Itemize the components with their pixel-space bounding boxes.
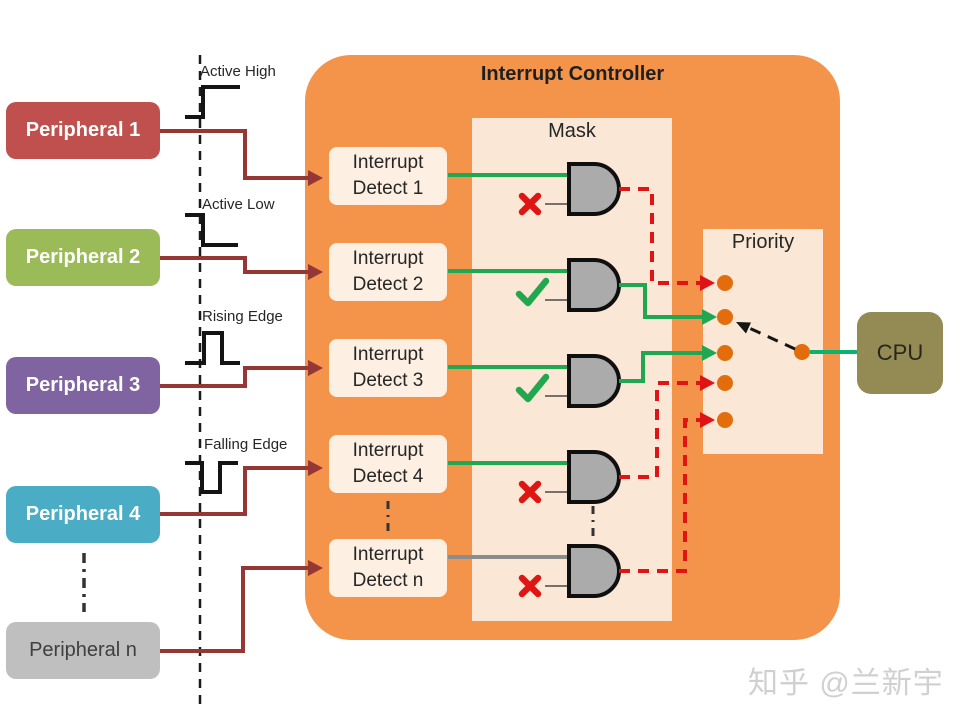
active-high-waveform-icon — [185, 85, 240, 119]
arrowhead-icon — [308, 560, 323, 576]
priority-dot-1 — [717, 275, 733, 291]
detect-to-gate-wires — [448, 173, 569, 559]
and-gate-n — [567, 544, 621, 598]
wire-peripheral-n — [160, 566, 308, 653]
mask-input-stubs — [545, 203, 569, 587]
wire-peripheral-1 — [160, 129, 308, 180]
and-gate-2 — [567, 258, 621, 312]
priority-dot-4 — [717, 375, 733, 391]
mask-check-marks — [515, 277, 550, 403]
active-low-waveform-icon — [185, 213, 238, 247]
priority-dots — [717, 275, 810, 428]
priority-title: Priority — [731, 231, 795, 253]
rising-edge-waveform-icon — [185, 331, 240, 365]
signal-label-falling-edge: Falling Edge — [204, 436, 288, 453]
signal-waveforms — [185, 85, 240, 494]
signal-label-active-high: Active High — [200, 63, 276, 80]
arrowhead-icon — [700, 412, 715, 428]
peripheral-n-box: Peripheral n — [6, 622, 160, 679]
and-gate-3 — [567, 354, 621, 408]
gate-1-output-masked — [619, 187, 700, 285]
controller-title: Interrupt Controller — [480, 63, 665, 85]
arrowhead-icon — [702, 309, 717, 325]
arrowhead-icon — [700, 275, 715, 291]
mask-x-marks — [518, 192, 542, 598]
arrowhead-icon — [702, 345, 717, 361]
arrowhead-icon — [736, 322, 751, 334]
wire-peripheral-3 — [160, 366, 308, 388]
falling-edge-waveform-icon — [185, 461, 238, 494]
interrupt-detect-2-box: Interrupt Detect 2 — [329, 243, 447, 301]
interrupt-detect-1-box: Interrupt Detect 1 — [329, 147, 447, 205]
signal-label-rising-edge: Rising Edge — [202, 308, 283, 325]
peripheral-wire-arrowheads — [308, 170, 323, 576]
interrupt-detect-n-box: Interrupt Detect n — [329, 539, 447, 597]
x-icon-1 — [518, 192, 542, 216]
cpu-box: CPU — [857, 312, 943, 394]
peripheral-wires — [160, 129, 308, 653]
continuation-ellipsis — [82, 501, 595, 612]
and-gate-4 — [567, 450, 621, 504]
arrowhead-icon — [308, 170, 323, 186]
signal-label-active-low: Active Low — [202, 196, 275, 213]
x-icon-n — [518, 574, 542, 598]
gate-output-arrowheads — [700, 275, 717, 428]
gate-4-output-masked — [619, 381, 700, 479]
interrupt-detect-4-box: Interrupt Detect 4 — [329, 435, 447, 493]
interrupt-detect-3-box: Interrupt Detect 3 — [329, 339, 447, 397]
mask-title: Mask — [548, 120, 596, 142]
watermark-text: 知乎 @兰新宇 — [748, 667, 944, 700]
priority-selector-dot — [794, 344, 810, 360]
wire-peripheral-2 — [160, 256, 308, 274]
peripheral-2-box: Peripheral 2 — [6, 229, 160, 286]
gate-output-wires — [619, 187, 702, 573]
x-icon-4 — [518, 480, 542, 504]
and-gate-1 — [567, 162, 621, 216]
arrowhead-icon — [308, 460, 323, 476]
selector-dashed-arrow — [736, 322, 796, 351]
peripheral-3-box: Peripheral 3 — [6, 357, 160, 414]
arrowhead-icon — [308, 360, 323, 376]
arrowhead-icon — [308, 264, 323, 280]
peripheral-4-box: Peripheral 4 — [6, 486, 160, 543]
priority-dot-3 — [717, 345, 733, 361]
peripheral-1-box: Peripheral 1 — [6, 102, 160, 159]
gate-2-output-active — [619, 283, 702, 319]
priority-dot-2 — [717, 309, 733, 325]
check-icon-2 — [515, 277, 550, 307]
gate-3-output-active — [619, 351, 702, 383]
arrowhead-icon — [700, 375, 715, 391]
wire-peripheral-4 — [160, 466, 308, 516]
priority-dot-5 — [717, 412, 733, 428]
and-gates — [567, 162, 621, 598]
gate-n-output-masked — [619, 418, 700, 573]
check-icon-3 — [515, 373, 550, 403]
